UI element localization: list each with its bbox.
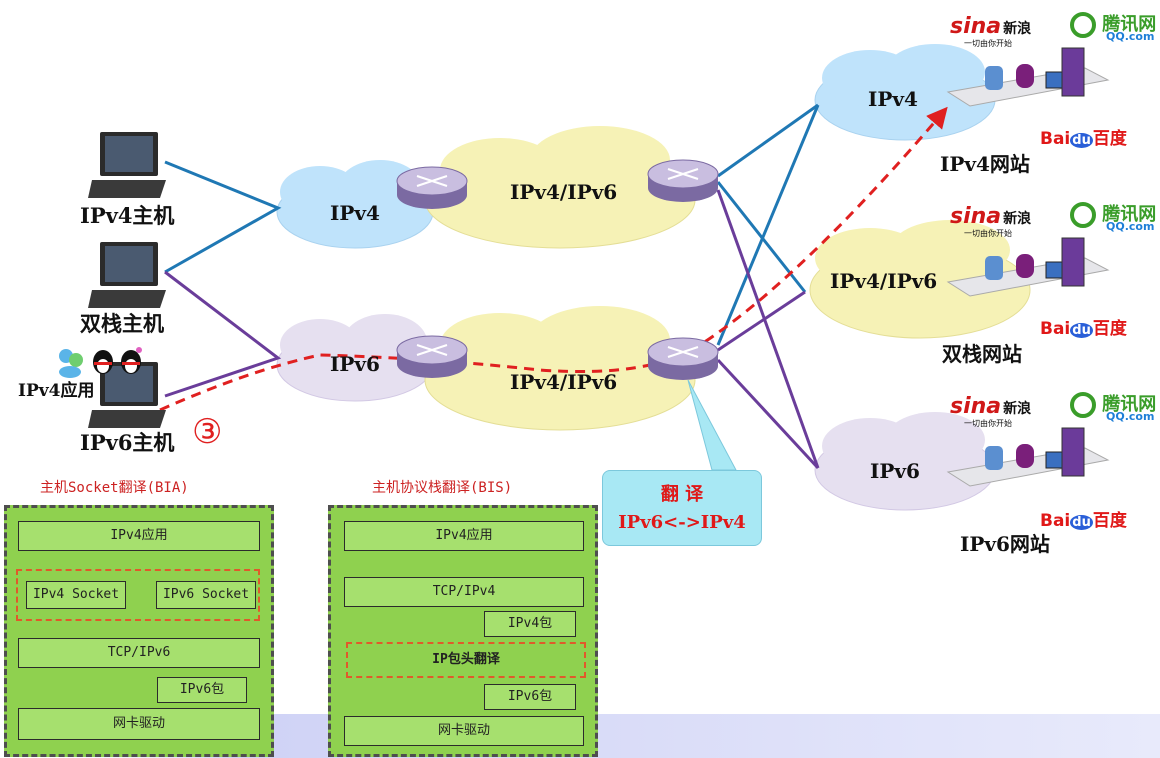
- label-cloud-mid-top: IPv4/IPv6: [510, 180, 618, 204]
- bis-title: 主机协议栈翻译(BIS): [372, 480, 513, 496]
- laptop-dual-host: [88, 242, 166, 308]
- link-rbot-ipv4: [716, 104, 820, 346]
- label-ipv6-site: IPv6网站: [960, 532, 1050, 556]
- label-cloud-right-ipv6: IPv6: [870, 459, 920, 483]
- router-right-bottom: [647, 337, 719, 380]
- cloud-right-ipv4: [814, 44, 996, 141]
- bis-app-box: IPv4应用: [344, 521, 584, 551]
- bis-driver-box: 网卡驱动: [344, 716, 584, 746]
- server-rack-dual: [946, 237, 1110, 297]
- label-cloud-mid-bottom: IPv4/IPv6: [510, 370, 618, 394]
- cloud-right-dual: [809, 220, 1031, 339]
- msn-icon: [59, 349, 83, 378]
- laptop-ipv4-host: [88, 132, 166, 198]
- link-hosts-ipv6: [164, 270, 282, 398]
- cloud-mid-bottom: [424, 306, 696, 431]
- bia-ipv6-socket-box: IPv6 Socket: [156, 581, 256, 609]
- label-cloud-right-ipv4: IPv4: [868, 87, 918, 111]
- label-ipv6-host: IPv6主机: [80, 430, 175, 455]
- link-hosts-ipv4: [164, 160, 282, 274]
- bia-driver-box: 网卡驱动: [18, 708, 260, 740]
- label-ipv4-app: IPv4应用: [18, 381, 95, 401]
- bia-socket-group: [16, 569, 260, 621]
- bis-ipv6-packet-box: IPv6包: [484, 684, 576, 710]
- translation-callout: 翻 译 IPv6<->IPv4: [602, 470, 762, 546]
- callout-pointer: [687, 379, 737, 471]
- bia-ipv4-socket-box: IPv4 Socket: [26, 581, 126, 609]
- cloud-right-ipv6: [814, 412, 996, 511]
- link-rtop-ipv6: [716, 189, 820, 469]
- bia-app-box: IPv4应用: [18, 521, 260, 551]
- step-marker: ③: [192, 412, 223, 452]
- laptop-ipv6-host: [88, 362, 166, 428]
- qq-penguin-icon-2: [121, 347, 142, 374]
- cloud-mid-top: [424, 126, 696, 249]
- router-left-bottom: [396, 335, 468, 378]
- label-ipv4-host: IPv4主机: [80, 203, 175, 228]
- translation-path: [159, 106, 948, 412]
- router-right-top: [647, 159, 719, 202]
- label-cloud-left-ipv4: IPv4: [330, 201, 380, 225]
- bia-title: 主机Socket翻译(BIA): [40, 480, 189, 496]
- label-dual-site: 双栈网站: [942, 342, 1022, 366]
- label-cloud-left-ipv6: IPv6: [330, 352, 380, 376]
- bis-tcp-box: TCP/IPv4: [344, 577, 584, 607]
- bis-header-translate-box: IP包头翻译: [346, 642, 586, 678]
- bia-tcp-box: TCP/IPv6: [18, 638, 260, 668]
- bis-ipv4-packet-box: IPv4包: [484, 611, 576, 637]
- callout-line2: IPv6<->IPv4: [618, 512, 746, 533]
- server-rack-ipv4: [946, 47, 1110, 107]
- label-dual-host: 双栈主机: [80, 311, 164, 336]
- callout-line1: 翻 译: [660, 484, 704, 505]
- link-rbot-ipv6: [716, 358, 820, 470]
- bia-packet-box: IPv6包: [157, 677, 247, 703]
- server-rack-ipv6: [946, 427, 1110, 487]
- link-rbot-dual: [717, 290, 806, 352]
- label-cloud-right-dual: IPv4/IPv6: [830, 269, 938, 293]
- label-ipv4-site: IPv4网站: [940, 152, 1030, 176]
- qq-penguin-icon: [93, 350, 113, 374]
- router-left-top: [396, 166, 468, 209]
- link-rtop-ipv4: [717, 103, 819, 178]
